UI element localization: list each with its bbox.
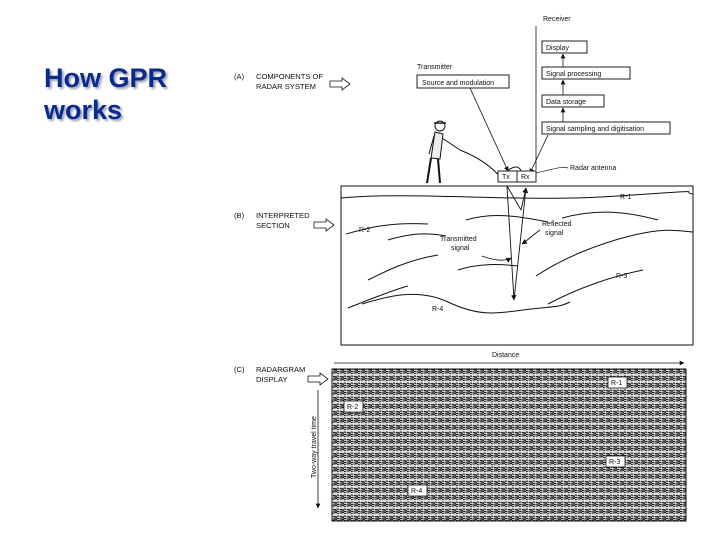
section-b-arrow [313, 218, 335, 232]
signal-processing-label: Signal processing [546, 71, 601, 78]
signal-sampling-label: Signal sampling and digitisation [546, 126, 644, 133]
section-a-line2: RADAR SYSTEM [256, 82, 316, 91]
time-axis-label: Two-way travel time [311, 416, 318, 478]
signal-processing-box [541, 66, 631, 80]
radar-antenna-label: Radar antenna [570, 165, 616, 172]
source-modulation-box [416, 74, 510, 89]
section-a-label: (A) COMPONENTS OF RADAR SYSTEM [234, 72, 351, 91]
radargram: R-1 R-2 R-3 R-4 [331, 368, 687, 522]
section-c-arrow [307, 372, 329, 386]
section-b-label: (B) INTERPRETED SECTION [234, 211, 335, 232]
receiver-heading: Receiver [543, 16, 571, 23]
display-box [541, 40, 588, 54]
section-a-code: (A) [234, 72, 245, 81]
distance-label: Distance [492, 352, 519, 359]
radar-antenna: Tx Rx Radar antenna [497, 165, 616, 183]
transmitter-arrow [469, 87, 509, 172]
transmitted-signal-line1: Transmitted [440, 236, 477, 243]
interpreted-section: R-1 R-2 R-3 R-4 Reflected signal Transmi… [340, 185, 694, 346]
receiver-arrows [529, 26, 566, 174]
section-c-label: (C) RADARGRAM DISPLAY [234, 365, 329, 386]
title-line-2: works [44, 95, 123, 125]
transmitted-signal-line2: signal [451, 245, 470, 252]
radargram-r2: R-2 [347, 404, 358, 411]
tx-label: Tx [502, 174, 510, 181]
signal-sampling-box [541, 121, 671, 135]
transmitter-heading: Transmitter [417, 64, 453, 71]
data-storage-box [541, 94, 605, 108]
section-c-line1: RADARGRAM [256, 365, 305, 374]
data-storage-label: Data storage [546, 99, 586, 106]
section-a-arrow [329, 77, 351, 91]
section-c-code: (C) [234, 365, 245, 374]
reflector-b-r2: R-2 [359, 227, 370, 234]
section-c-line2: DISPLAY [256, 375, 288, 384]
title-line-1: How GPR [44, 63, 168, 93]
slide-title: How GPR works [44, 62, 214, 126]
operator-figure [426, 120, 522, 184]
reflected-signal-line1: Reflected [542, 221, 572, 228]
transmitter-block: Transmitter Source and modulation [416, 64, 510, 172]
section-b-line1: INTERPRETED [256, 211, 310, 220]
display-box-label: Display [546, 45, 569, 52]
time-axis: Two-way travel time [311, 390, 321, 509]
rx-label: Rx [521, 174, 530, 181]
reflected-signal-line2: signal [545, 230, 564, 237]
reflector-b-r3: R-3 [616, 273, 627, 280]
reflector-b-r1: R-1 [620, 194, 631, 201]
radargram-r3: R-3 [609, 459, 620, 466]
gpr-diagram: (A) COMPONENTS OF RADAR SYSTEM Receiver … [234, 16, 694, 522]
section-b-line2: SECTION [256, 221, 290, 230]
section-a-line1: COMPONENTS OF [256, 72, 323, 81]
radargram-r4: R-4 [411, 488, 422, 495]
radargram-r1: R-1 [611, 380, 622, 387]
receiver-block: Receiver Display Signal processing Data … [529, 16, 671, 174]
reflector-b-r4: R-4 [432, 306, 443, 313]
section-b-code: (B) [234, 211, 245, 220]
source-modulation-label: Source and modulation [422, 80, 494, 87]
